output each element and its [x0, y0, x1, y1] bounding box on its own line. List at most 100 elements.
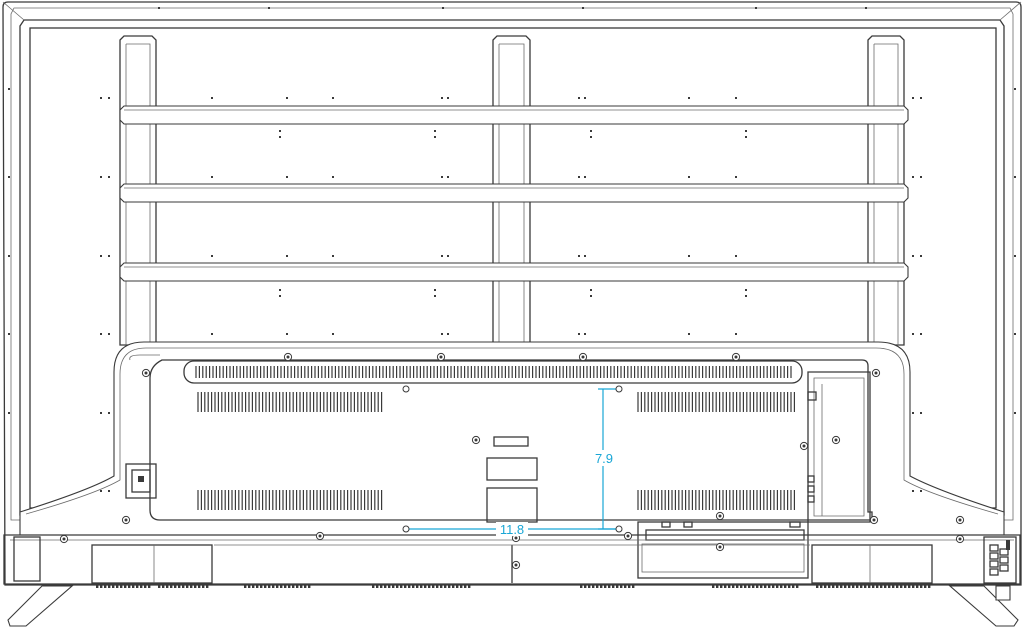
- grille-slot: [432, 585, 435, 588]
- frame-dot: [1014, 412, 1016, 414]
- panel-dot: [920, 97, 922, 99]
- grille-slot: [796, 585, 799, 588]
- frame-dot: [8, 333, 10, 335]
- grille-slot: [276, 585, 279, 588]
- grille-slot: [864, 585, 867, 588]
- panel-dot: [920, 412, 922, 414]
- frame-inner-bevel: [10, 7, 1014, 521]
- screw-center: [439, 355, 443, 359]
- screw-center: [514, 563, 518, 567]
- panel-dot: [332, 333, 334, 335]
- grille-slot: [912, 585, 915, 588]
- panel-dot: [584, 333, 586, 335]
- panel-dot: [286, 97, 288, 99]
- frame-dot: [582, 7, 584, 9]
- grille-slot: [140, 585, 143, 588]
- port: [999, 548, 1009, 556]
- grille-slot: [96, 585, 99, 588]
- screw-center: [718, 545, 722, 549]
- grille-slot: [372, 585, 375, 588]
- panel-dot: [912, 255, 914, 257]
- grille-slot: [760, 585, 763, 588]
- frame-dot: [865, 7, 867, 9]
- label-plate-small: [493, 436, 529, 447]
- grille-slot: [428, 585, 431, 588]
- port: [999, 564, 1009, 572]
- panel-dot: [332, 255, 334, 257]
- bottom-connector-bay: [637, 521, 809, 579]
- panel-dot: [434, 130, 436, 132]
- screw-center: [581, 355, 585, 359]
- grille-slot: [158, 585, 161, 588]
- grille-slot: [198, 585, 201, 588]
- grille-slot: [452, 585, 455, 588]
- panel-dot: [735, 333, 737, 335]
- frame-dot: [8, 412, 10, 414]
- grille-slot: [194, 585, 197, 588]
- panel-dot: [108, 490, 110, 492]
- grille-slot: [440, 585, 443, 588]
- top-vent-frame: [183, 360, 803, 384]
- panel-dot: [745, 289, 747, 291]
- panel-dot: [912, 176, 914, 178]
- grille-slot: [252, 585, 255, 588]
- panel-dot: [279, 289, 281, 291]
- port: [989, 560, 999, 568]
- panel-dot: [745, 136, 747, 138]
- screw-center: [834, 438, 838, 442]
- grille-slot: [400, 585, 403, 588]
- grille-slot: [856, 585, 859, 588]
- panel-dot: [434, 295, 436, 297]
- grille-slot: [448, 585, 451, 588]
- grille-slot: [300, 585, 303, 588]
- grille-slot: [424, 585, 427, 588]
- grille-slot: [896, 585, 899, 588]
- grille-slot: [170, 585, 173, 588]
- grille-slot: [908, 585, 911, 588]
- stand-feet: [7, 585, 1019, 627]
- screw-center: [514, 536, 518, 540]
- grille-slot: [712, 585, 715, 588]
- panel-dot: [920, 490, 922, 492]
- grille-slot: [628, 585, 631, 588]
- grille-slot: [264, 585, 267, 588]
- grille-slot: [182, 585, 185, 588]
- frame-dot: [8, 176, 10, 178]
- grille-slot: [792, 585, 795, 588]
- panel-dot: [279, 295, 281, 297]
- grille-slot: [916, 585, 919, 588]
- grille-slot: [392, 585, 395, 588]
- bottom-bezel: [3, 534, 1021, 585]
- grille-slot: [736, 585, 739, 588]
- side-connector-panel: [807, 371, 871, 523]
- grille-slot: [876, 585, 879, 588]
- grille-slot: [120, 585, 123, 588]
- grille-slot: [752, 585, 755, 588]
- grille-slot: [112, 585, 115, 588]
- screw-center: [802, 444, 806, 448]
- grille-slot: [190, 585, 193, 588]
- port: [989, 568, 999, 576]
- grille-slot: [764, 585, 767, 588]
- grille-slot: [928, 585, 931, 588]
- grille-slot: [756, 585, 759, 588]
- panel-dot: [590, 136, 592, 138]
- grille-slot: [588, 585, 591, 588]
- panel-dot: [108, 412, 110, 414]
- grille-slot: [388, 585, 391, 588]
- grille-slot: [244, 585, 247, 588]
- panel-dot: [211, 97, 213, 99]
- grille-slot: [296, 585, 299, 588]
- panel-dot: [584, 97, 586, 99]
- grille-slot: [788, 585, 791, 588]
- panel-dot: [584, 255, 586, 257]
- panel-dot: [447, 176, 449, 178]
- grille-slot: [468, 585, 471, 588]
- frame-dot: [1014, 333, 1016, 335]
- grille-slot: [880, 585, 883, 588]
- panel-dot: [578, 333, 580, 335]
- side-port-cluster: [989, 540, 1010, 576]
- panel-dot: [688, 255, 690, 257]
- screw-center: [872, 518, 876, 522]
